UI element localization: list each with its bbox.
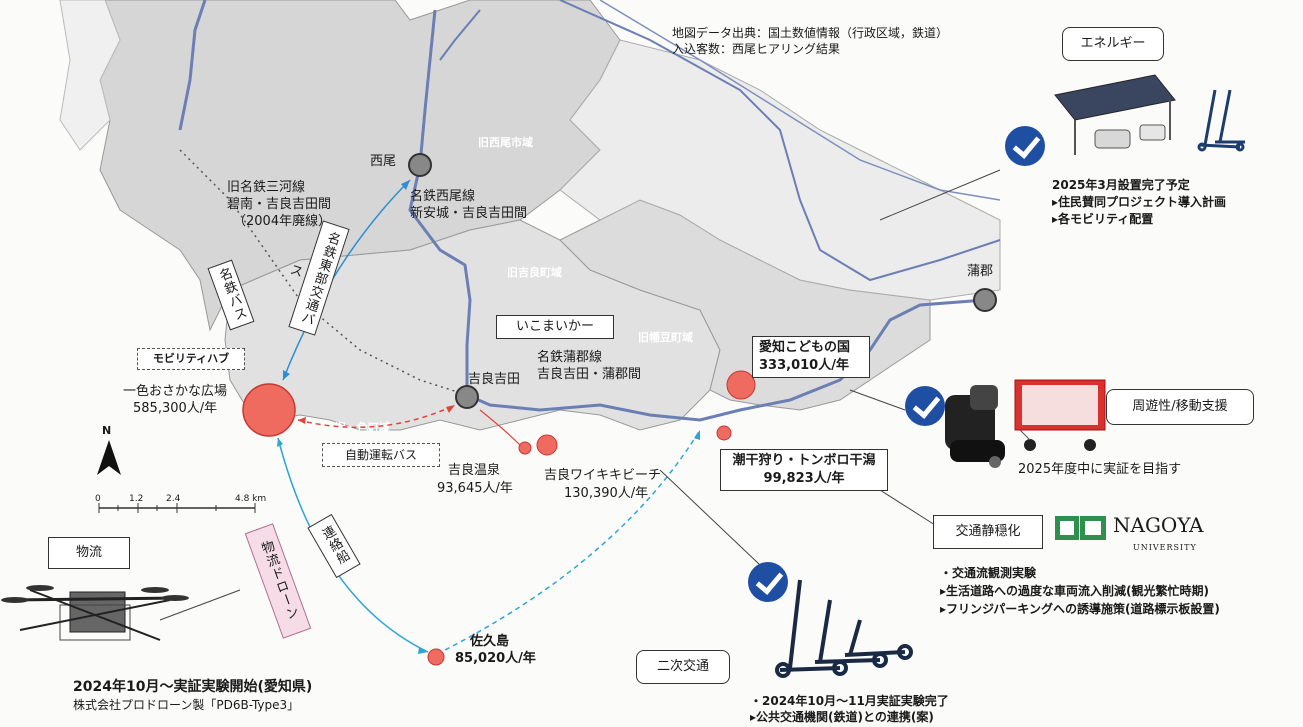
check-icon-secondary	[748, 562, 788, 602]
university-sub: UNIVERSITY	[1133, 543, 1197, 552]
spot-name-kira-onsen: 吉良温泉	[448, 463, 501, 478]
scale-tick-1: 1.2	[129, 494, 144, 504]
secondary-line-2: ▸公共交通機関(鉄道)との連携(案)	[750, 710, 934, 724]
spot-visitors-kodomo: 333,010人/年	[759, 358, 849, 373]
rail-line-tokaido	[559, 0, 1001, 282]
spot-visitors-sakushima: 85,020人/年	[455, 651, 536, 666]
nishio-line-label-2: 新安城・吉良吉田間	[410, 206, 528, 221]
spot-kodomo	[726, 370, 756, 400]
rail-line-gamagori	[466, 298, 986, 422]
energy-label: エネルギー	[1062, 27, 1164, 61]
traffic-line-3: ▸フリンジパーキングへの誘導施策(道路標示板設置)	[940, 602, 1220, 616]
station-label-nishio: 西尾	[370, 154, 397, 169]
gamagori-line-label-2: 吉良吉田・蒲郡間	[537, 367, 642, 382]
energy-line-3: ▸各モビリティ配置	[1052, 212, 1154, 226]
station-kira-yoshida	[455, 385, 479, 409]
spot-visitors-kira-beach: 130,390人/年	[564, 486, 649, 501]
rail-line-nishio-north	[439, 9, 481, 61]
spot-name-sakushima: 佐久島	[470, 634, 510, 649]
secondary-line-1: ・2024年10月～11月実証実験完了	[750, 694, 949, 708]
station-gamagori	[973, 288, 997, 312]
spot-name-isshiki: 一色おさかな広場	[123, 384, 228, 399]
ikomai-label: いこまいかー	[496, 315, 614, 339]
e-scooters-icon	[775, 579, 913, 678]
station-label-kira-yoshida: 吉良吉田	[468, 372, 521, 387]
logistics-line-1: 2024年10月～実証実験開始(愛知県)	[73, 679, 313, 695]
logistics-label: 物流	[48, 537, 130, 569]
kodomo-box: 愛知こどもの国 333,010人/年	[752, 336, 870, 378]
shiohigari-box: 潮干狩り・トンボロ干潟 99,823人/年	[720, 449, 888, 491]
scale-tick-2: 2.4	[166, 494, 181, 504]
spot-kira-beach	[536, 434, 558, 456]
spot-sakushima	[427, 648, 445, 666]
traffic-line-1: ・交通流観測実験	[940, 566, 1037, 580]
old-line-label-1: 旧名鉄三河線	[227, 180, 306, 195]
energy-line-1: 2025年3月設置完了予定	[1052, 178, 1190, 192]
scale-tick-0: 0	[95, 494, 101, 504]
area-label-hazu: 旧幡豆町域	[638, 330, 693, 344]
spot-shiohigari	[716, 425, 732, 441]
nishio-line-label-1: 名鉄西尾線	[410, 189, 476, 204]
mobility-hub-label: モビリティハブ	[137, 348, 245, 370]
spot-name-kira-beach: 吉良ワイキキビーチ	[544, 468, 662, 483]
nw-land	[59, 0, 121, 151]
old-line-label-2: 碧南・吉良吉田間	[227, 197, 332, 212]
logistics-line-2: 株式会社プロドローン製「PD6B-Type3」	[73, 698, 300, 712]
scale-tick-3: 4.8 km	[235, 494, 267, 504]
spot-visitors-kira-onsen: 93,645人/年	[437, 481, 513, 496]
station-label-gamagori: 蒲郡	[967, 264, 994, 279]
mobility-vehicle-icon	[945, 385, 1005, 468]
old-line-label-3: （2004年廃線）	[233, 214, 332, 229]
area-label-nishio: 旧西尾市域	[478, 135, 533, 149]
spot-name-kodomo: 愛知こどもの国	[759, 340, 851, 355]
spot-visitors-shiohigari: 99,823人/年	[763, 471, 845, 486]
drone-icon	[1, 585, 189, 641]
kick-scooters-icon	[1197, 89, 1245, 152]
ferry-route-hazu	[444, 429, 701, 651]
east-land	[559, 39, 1001, 301]
source-note-line1: 地図データ出典：国土数値情報（行政区域，鉄道）	[672, 26, 949, 40]
north-arrow-icon	[97, 440, 121, 475]
north-label: N	[102, 424, 112, 437]
university-name: NAGOYA	[1113, 513, 1204, 537]
east-bus-route	[282, 179, 411, 381]
traffic-calming-label: 交通静穏化	[933, 515, 1043, 549]
secondary-label: 二次交通	[636, 650, 730, 684]
source-note-line2: 入込客数：西尾ヒアリング結果	[672, 42, 841, 56]
station-nishio	[408, 153, 432, 177]
spot-visitors-isshiki: 585,300人/年	[133, 401, 218, 416]
onsen-route	[479, 409, 521, 446]
rail-line-nishio	[178, 0, 472, 395]
spot-kira-onsen	[518, 441, 532, 455]
autonomous-bus-label: 自動運転バス	[322, 443, 440, 467]
check-icon-energy	[1005, 126, 1045, 166]
rail-line-tokaido-2	[599, 0, 1001, 201]
nagoya-university-logo	[1055, 516, 1106, 540]
gamagori-line-label-1: 名鉄蒲郡線	[537, 350, 603, 365]
spot-isshiki	[242, 383, 296, 437]
spot-name-shiohigari: 潮干狩り・トンボロ干潟	[732, 453, 876, 468]
check-icon-circulation	[905, 386, 945, 426]
autonomous-bus-route	[297, 404, 456, 428]
energy-line-2: ▸住民賛同プロジェクト導入計画	[1052, 195, 1227, 209]
traffic-line-2: ▸生活道路への過度な車両流入削減(観光繁忙時期)	[940, 584, 1209, 598]
cart-icon	[1014, 379, 1106, 451]
solar-carport-icon	[1054, 74, 1176, 155]
area-label-kira: 旧吉良町域	[507, 265, 562, 279]
circulation-label: 周遊性/移動支援	[1106, 389, 1254, 425]
circulation-note: 2025年度中に実証を目指す	[1018, 462, 1182, 477]
